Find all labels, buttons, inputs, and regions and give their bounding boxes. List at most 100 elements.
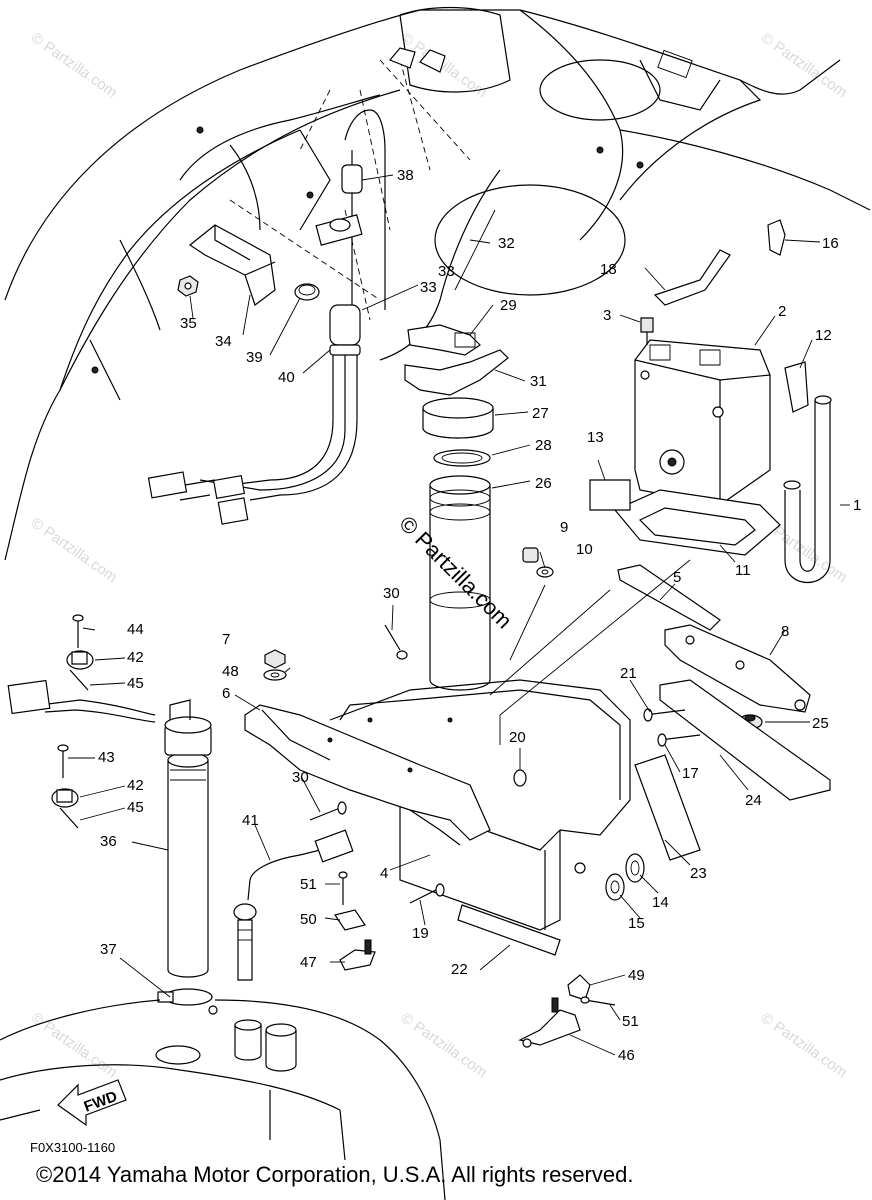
screw-51-left (339, 872, 347, 905)
part-label-3: 3 (603, 307, 611, 324)
clamp-37 (158, 989, 212, 1005)
band-45-lower (60, 808, 78, 828)
part-label-41: 41 (242, 812, 259, 829)
bracket-46 (520, 998, 580, 1047)
part-label-38: 38 (397, 167, 414, 184)
part-label-47: 47 (300, 954, 317, 971)
part-label-45-lower: 45 (127, 799, 144, 816)
part-label-30-lower: 30 (292, 769, 309, 786)
part-label-25: 25 (812, 715, 829, 732)
bracket-34 (190, 225, 275, 305)
bracket-8 (665, 625, 810, 712)
part-label-37: 37 (100, 941, 117, 958)
part-label-51-right: 51 (622, 1013, 639, 1030)
nut-7 (265, 650, 285, 668)
part-label-26: 26 (535, 475, 552, 492)
part-label-29: 29 (500, 297, 517, 314)
watermark-mid-left: © Partzilla.com (28, 514, 121, 586)
rivet-17 (658, 734, 700, 746)
part-label-36: 36 (100, 833, 117, 850)
part-label-1: 1 (853, 497, 861, 514)
watermark-bottom-right: © Partzilla.com (758, 1009, 851, 1081)
part-label-49: 49 (628, 967, 645, 984)
clip-42-upper (67, 651, 93, 669)
part-number-labels: 1 2 3 4 5 6 7 8 9 10 11 12 13 14 15 16 1… (98, 167, 861, 1064)
drawing-code: F0X3100-1160 (30, 1140, 116, 1155)
meter-wiring-group (230, 48, 470, 320)
collar-20 (514, 770, 526, 786)
screw-51-right (581, 997, 615, 1005)
bracket-16 (768, 220, 785, 255)
plug-9 (523, 548, 538, 562)
fwd-arrow-icon: FWD (58, 1080, 126, 1125)
part-label-12: 12 (815, 327, 832, 344)
grommet-tank-left (235, 1020, 261, 1060)
part-label-30-upper: 30 (383, 585, 400, 602)
grommet-14 (626, 854, 644, 882)
battery-2 (635, 340, 770, 505)
battery-tray-11 (615, 490, 780, 555)
tank-cap-27 (423, 398, 493, 438)
part-label-9: 9 (560, 519, 568, 536)
bracket-47 (340, 940, 375, 970)
grommet-39 (295, 284, 319, 300)
washer-48 (264, 670, 286, 680)
filler-neck-26 (430, 476, 490, 690)
copyright-notice: ©2014 Yamaha Motor Corporation, U.S.A. A… (36, 1162, 634, 1187)
part-label-34: 34 (215, 333, 232, 350)
part-label-18: 18 (600, 261, 617, 278)
watermark-bottom-mid: © Partzilla.com (398, 1009, 491, 1081)
part-label-6: 6 (222, 685, 230, 702)
bracket-6 (245, 705, 490, 845)
part-label-43: 43 (98, 749, 115, 766)
cover-12 (785, 362, 808, 412)
part-label-5: 5 (673, 569, 681, 586)
clip-42-lower (52, 789, 78, 807)
band-45-upper (70, 670, 88, 690)
carrier-4 (330, 680, 630, 930)
part-label-8: 8 (781, 623, 789, 640)
seal-28 (434, 450, 490, 466)
part-label-10: 10 (576, 541, 593, 558)
part-label-27: 27 (532, 405, 549, 422)
strap-29 (408, 325, 480, 355)
part-label-19: 19 (412, 925, 429, 942)
clamp-50 (335, 910, 365, 930)
part-label-39: 39 (246, 349, 263, 366)
part-label-33-lower: 33 (420, 279, 437, 296)
grommet-tank-right (266, 1024, 296, 1071)
part-label-32: 32 (498, 235, 515, 252)
watermark-top-left: © Partzilla.com (28, 29, 121, 101)
part-label-2: 2 (778, 303, 786, 320)
part-label-13: 13 (587, 429, 604, 446)
washer-10 (537, 567, 553, 577)
part-label-4: 4 (380, 865, 388, 882)
part-label-42-lower: 42 (127, 777, 144, 794)
part-label-14: 14 (652, 894, 669, 911)
leader-lines (68, 175, 850, 1055)
part-label-24: 24 (745, 792, 762, 809)
pad-22 (458, 905, 560, 955)
screw-44 (73, 615, 83, 648)
part-label-33-upper: 33 (438, 263, 455, 280)
part-label-7: 7 (222, 631, 230, 648)
fuel-sender-hose-40 (149, 305, 360, 524)
bolt-3 (641, 318, 653, 345)
part-label-15: 15 (628, 915, 645, 932)
part-label-22: 22 (451, 961, 468, 978)
fuel-tank (0, 1000, 445, 1200)
pad-23 (635, 755, 700, 860)
part-label-17: 17 (682, 765, 699, 782)
fuel-sender-36 (8, 680, 211, 977)
part-label-51-left: 51 (300, 876, 317, 893)
rivet-30-lower (310, 802, 346, 820)
clamp-18 (655, 250, 730, 305)
part-label-42-upper: 42 (127, 649, 144, 666)
pad-24 (660, 680, 830, 800)
part-label-45-upper: 45 (127, 675, 144, 692)
holder-31 (405, 350, 508, 395)
part-label-31: 31 (530, 373, 547, 390)
part-label-44: 44 (127, 621, 144, 638)
part-label-48: 48 (222, 663, 239, 680)
